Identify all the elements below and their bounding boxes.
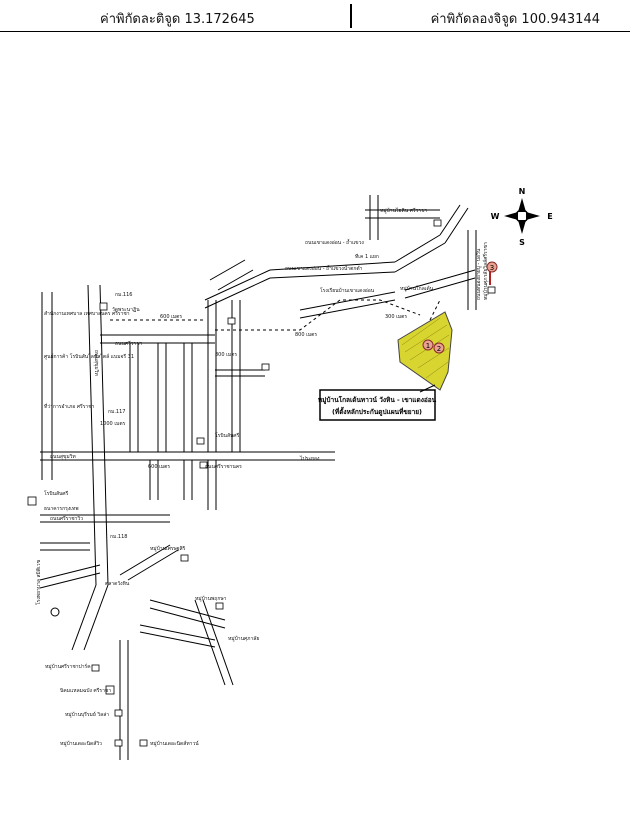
compass-n: N bbox=[519, 187, 526, 196]
label-road-right: ถนนหนองยายบู่ - บ่อวิน bbox=[475, 248, 482, 300]
label-branch: ทีเค 1 แยก bbox=[355, 253, 379, 260]
gas-pump-icon bbox=[196, 437, 205, 445]
building-icon bbox=[27, 496, 37, 506]
label-village-right: หมู่บ้านศุภาลัยวิลล์ศรีราชา bbox=[482, 242, 489, 300]
map-labels: กม.116 กม.117 กม.118 600 เมตร 800 เมตร 8… bbox=[44, 207, 434, 747]
gas-pump-icon bbox=[261, 363, 270, 371]
label-school-left: สำนักงานเทศบาล เทศบาลนคร ศรีราชา bbox=[44, 310, 130, 317]
label-road-north: ถนนเขาแดงอ่อน - ถ้ำแขวงน้ำตกต่ำ bbox=[285, 263, 363, 272]
marker-1: 1 bbox=[422, 339, 434, 351]
marker-3: 3 bbox=[486, 261, 498, 273]
gas-pump-icon bbox=[227, 317, 236, 325]
header-divider bbox=[350, 4, 352, 28]
gas-pump-icon bbox=[180, 554, 189, 562]
label-village-l5: หมู่บ้านบุรีรมย์ วิลล่า bbox=[65, 711, 109, 718]
hospital-icon bbox=[50, 607, 60, 617]
building-icon bbox=[105, 685, 115, 695]
label-thanon-b: ถนนศรีราชานคร bbox=[205, 463, 242, 470]
compass-e: E bbox=[547, 212, 552, 221]
label-school-low: นิคมแหลมฉบัง ศรีราชา bbox=[60, 687, 111, 694]
label-village-l1: หมู่บ้านเศรษฐสิริ bbox=[150, 545, 186, 552]
label-center-left: ศูนย์การค้า โรบินสันไลฟ์สไตล์ แบมจรี 31 bbox=[44, 353, 134, 360]
label-dist-800-b: 800 เมตร bbox=[295, 332, 317, 338]
svg-text:3: 3 bbox=[490, 264, 494, 272]
coordinate-header: ค่าพิกัดละติจูด 13.172645 ค่าพิกัดลองจิจ… bbox=[0, 0, 630, 32]
label-dist-800-a: 800 เมตร bbox=[215, 352, 237, 358]
label-market: ตลาดวังหิน bbox=[105, 580, 130, 587]
label-hospital: โรงพยาบาล สมิติเวช bbox=[35, 559, 42, 605]
label-robinson: โรบินสันศรี bbox=[44, 490, 69, 497]
label-sukhumvit-vertical: ถนนสุขุมวิท bbox=[93, 350, 100, 376]
gas-pump-icon bbox=[114, 709, 123, 717]
label-village-l3: หมู่บ้านศุภาลัย bbox=[228, 635, 259, 642]
label-road-sukhumvit: ถนนสุขุมวิท bbox=[50, 453, 76, 460]
label-dist-600-mid: 600 เมตร bbox=[148, 464, 170, 470]
label-village-l7: หมู่บ้านเดอะนิดส์ทาวน์ bbox=[150, 740, 199, 747]
gas-pump-icon bbox=[114, 739, 123, 747]
label-village-l6: หมู่บ้านเดอะนิดส์วิว bbox=[60, 740, 102, 747]
svg-text:2: 2 bbox=[437, 345, 441, 353]
label-dist-300: 300 เมตร bbox=[385, 314, 407, 320]
road-network bbox=[39, 195, 477, 760]
label-km117: กม.117 bbox=[108, 409, 125, 415]
gas-pump-icon bbox=[215, 602, 224, 610]
label-temple: วัดพระนาฏิน bbox=[112, 306, 140, 313]
label-dist-1000: 1000 เมตร bbox=[100, 421, 126, 427]
label-village-l2: หมู่บ้านพฤกษา bbox=[195, 595, 227, 602]
gas-pump-icon bbox=[487, 286, 496, 294]
label-village-l4: หมู่บ้านศรีราชาปาร์ค bbox=[45, 663, 91, 670]
label-dist-600-top: 600 เมตร bbox=[160, 314, 182, 320]
label-school-mid: โรงเรียนบ้านเขาแดงอ่อน bbox=[320, 287, 375, 294]
project-callout-line2: (ที่ตั้งหลักประกันดูปแผนที่ขยาย) bbox=[332, 406, 422, 417]
label-district-office: ที่ว่าการอำเภอ ศรีราชา bbox=[44, 403, 95, 410]
building-icons bbox=[27, 219, 496, 747]
label-thanon-a: ถนนศรีราชา bbox=[115, 340, 143, 347]
label-village-top: หมู่บ้านไอดิน ศรีราชา bbox=[380, 207, 428, 214]
label-km116: กม.116 bbox=[115, 292, 132, 298]
label-km118: กม.118 bbox=[110, 534, 127, 540]
latitude-label: ค่าพิกัดละติจูด 13.172645 bbox=[100, 12, 255, 27]
building-icon bbox=[99, 302, 108, 311]
project-callout-line1: หมู่บ้านโกลเด้นทาวน์ วังหิน - เขาแดงอ่อน bbox=[318, 395, 437, 405]
longitude-label: ค่าพิกัดลองจิจูด 100.943144 bbox=[430, 12, 600, 27]
gas-pump-icon bbox=[433, 219, 442, 227]
marker-2: 2 bbox=[433, 342, 445, 354]
gas-pump-icon bbox=[199, 461, 208, 469]
gas-pump-icon bbox=[139, 739, 148, 747]
label-road-top: ถนนเขาแดงอ่อน - ถ้ำแขวง bbox=[305, 237, 364, 246]
rotated-labels: ถนนสุขุมวิท หมู่บ้านศุภาลัยวิลล์ศรีราชา … bbox=[35, 242, 489, 605]
label-bank: ธนาคารกรุงเทพ bbox=[44, 506, 79, 512]
project-plot bbox=[397, 311, 453, 391]
label-to-rayong: ไประยอง bbox=[299, 455, 320, 462]
label-robinson-2: โรบินสันศรี bbox=[215, 432, 240, 439]
compass-rose-icon: N S W E bbox=[491, 187, 553, 247]
label-village-golden: หมู่บ้านโกลเด้น bbox=[400, 285, 434, 292]
project-callout: หมู่บ้านโกลเด้นทาวน์ วังหิน - เขาแดงอ่อน… bbox=[318, 384, 437, 421]
plot-hatching bbox=[401, 317, 450, 379]
gas-pump-icon bbox=[91, 664, 100, 672]
compass-s: S bbox=[519, 238, 525, 247]
label-thanon-c: ถนนศรีราชาวิว bbox=[50, 515, 83, 522]
svg-text:1: 1 bbox=[426, 342, 430, 350]
compass-w: W bbox=[491, 212, 500, 221]
